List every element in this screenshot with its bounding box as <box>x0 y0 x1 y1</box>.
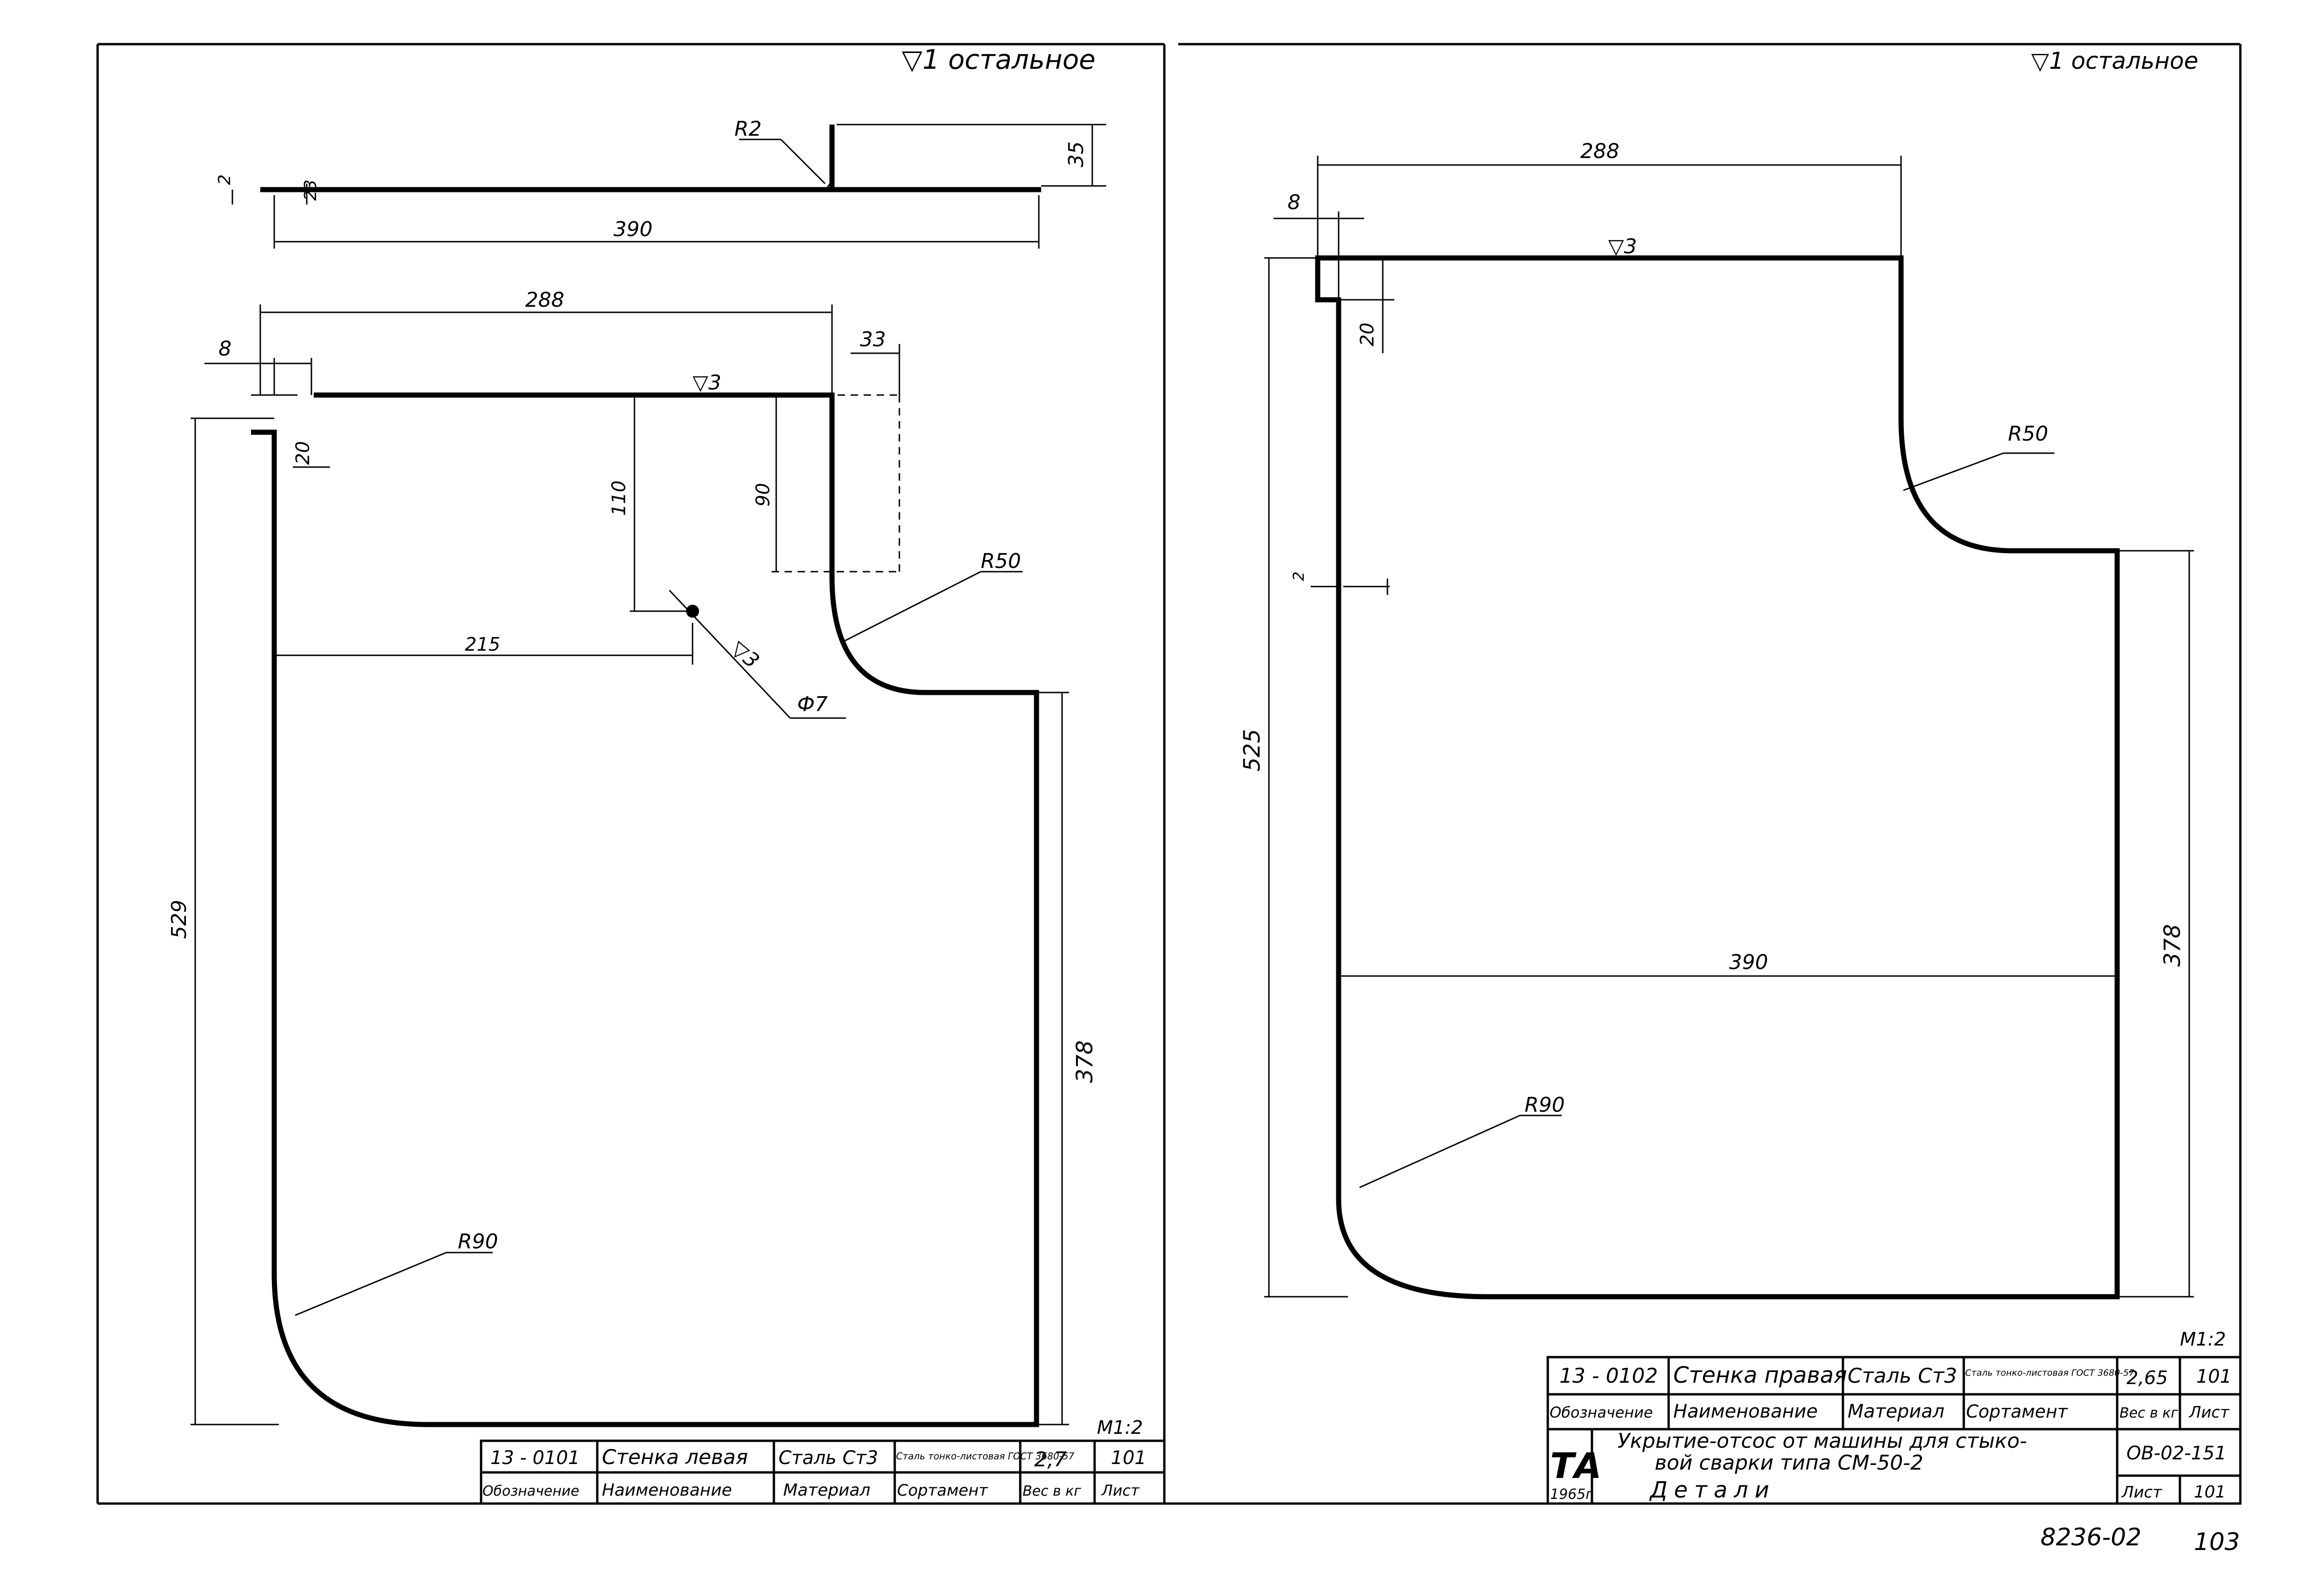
left-dim-top-t1: 2 <box>215 174 234 185</box>
left-dim-top-h: 35 <box>1064 141 1088 167</box>
left-dim-hole: Ф7 <box>797 693 828 716</box>
title-logo: ТА <box>1550 1445 1602 1486</box>
right-part-drawing: ▽1 остальное 288 8 20 ▽3 R50 2 <box>1239 47 2242 1505</box>
right-roughness-note: ▽1 остальное <box>2031 47 2198 74</box>
right-wall-outline <box>1315 255 2120 1300</box>
left-table-sheet: 101 <box>1111 1447 1146 1469</box>
right-dim-378: 378 <box>2159 924 2185 967</box>
left-dim-top-len: 390 <box>614 218 653 241</box>
left-header-material: Материал <box>783 1481 871 1500</box>
left-dim-529: 529 <box>167 900 191 939</box>
left-header-name: Наименование <box>602 1481 732 1500</box>
right-dim-288: 288 <box>1580 139 1619 163</box>
title-sheet-num: 101 <box>2194 1483 2226 1502</box>
left-part-table: 13 - 0101 Стенка левая Сталь Ст3 Сталь т… <box>480 1439 1166 1505</box>
title-sheet-label: Лист <box>2121 1483 2162 1502</box>
left-header-assortment: Сортамент <box>897 1481 989 1500</box>
left-wall-outline <box>251 392 1069 1427</box>
right-scale: М1:2 <box>2180 1329 2226 1350</box>
footer: 8236-02 103 <box>2040 1524 2240 1556</box>
right-header-material: Материал <box>1848 1401 1944 1422</box>
right-table-assortment: Сталь тонко-листовая ГОСТ 3680-57 <box>1965 1368 2134 1378</box>
right-table-material: Сталь Ст3 <box>1848 1364 1957 1388</box>
right-table-weight: 2,65 <box>2126 1367 2168 1389</box>
title-line1: Укрытие-отсос от машины для стыко- <box>1618 1429 2027 1453</box>
left-dim-20: 20 <box>292 441 314 465</box>
title-subtitle: Детали <box>1649 1477 1776 1503</box>
left-dim-r90: R90 <box>458 1230 498 1253</box>
left-rough3-a: ▽3 <box>693 371 721 395</box>
right-dim-8: 8 <box>1287 191 1301 214</box>
left-table-material: Сталь Ст3 <box>779 1447 878 1469</box>
right-dim-20: 20 <box>1357 323 1378 346</box>
left-table-assortment: Сталь тонко-листовая ГОСТ 3680-57 <box>896 1451 1075 1462</box>
right-dim-t2: 2 <box>1290 572 1307 581</box>
right-table-sheet: 101 <box>2196 1366 2232 1387</box>
right-table-designation: 13 - 0102 <box>1559 1364 1658 1388</box>
left-dim-288: 288 <box>525 288 564 312</box>
left-dim-8: 8 <box>218 337 231 361</box>
right-dim-r50: R50 <box>2008 422 2048 446</box>
right-rough3: ▽3 <box>1608 235 1637 258</box>
right-header-designation: Обозначение <box>1550 1404 1653 1421</box>
left-table-weight: 2,7 <box>1034 1448 1067 1471</box>
right-header-name: Наименование <box>1673 1401 1818 1422</box>
left-part-drawing: ▽1 остальное R2 390 35 2 23 <box>167 44 1166 1505</box>
left-dim-33: 33 <box>860 328 886 351</box>
left-header-sheet: Лист <box>1101 1482 1140 1499</box>
left-header-designation: Обозначение <box>482 1483 579 1499</box>
left-table-name: Стенка левая <box>602 1445 748 1469</box>
right-part-table: 13 - 0102 Стенка правая Сталь Ст3 Сталь … <box>1546 1356 2242 1505</box>
left-dim-r50: R50 <box>981 549 1021 573</box>
right-dim-525: 525 <box>1239 729 1265 772</box>
left-table-designation: 13 - 0101 <box>490 1447 580 1469</box>
left-dim-r2: R2 <box>734 117 762 141</box>
archive-number: 8236-02 <box>2040 1524 2141 1551</box>
left-dimensions: 288 8 33 20 110 90 Ф7 ▽3 215 ▽3 R50 <box>167 288 1098 1425</box>
left-roughness-note: ▽1 остальное <box>902 44 1096 75</box>
left-header-weight: Вес в кг <box>1023 1483 1081 1499</box>
sheet-frame <box>96 43 2242 1505</box>
left-scale: М1:2 <box>1097 1417 1143 1438</box>
left-dim-215: 215 <box>465 634 500 655</box>
left-top-view: R2 390 35 2 23 <box>215 117 1106 249</box>
right-header-weight: Вес в кг <box>2119 1405 2178 1421</box>
title-year: 1965г <box>1550 1486 1593 1503</box>
right-dim-r90: R90 <box>1525 1093 1565 1117</box>
right-dim-390: 390 <box>1729 950 1768 974</box>
right-dimensions: 288 8 20 ▽3 R50 2 525 390 378 R90 <box>1239 139 2194 1298</box>
left-rough3-b: ▽3 <box>726 636 764 673</box>
left-dim-top-t2: 23 <box>301 179 320 201</box>
left-dim-90: 90 <box>753 483 774 507</box>
page-number: 103 <box>2194 1528 2240 1556</box>
title-code: ОВ-02-151 <box>2126 1443 2226 1464</box>
right-header-assortment: Сортамент <box>1966 1401 2068 1422</box>
right-header-sheet: Лист <box>2188 1403 2230 1422</box>
title-line2: вой сварки типа СМ-50-2 <box>1655 1451 1923 1475</box>
left-dim-378: 378 <box>1072 1040 1098 1083</box>
left-dim-110: 110 <box>608 481 630 516</box>
right-table-name: Стенка правая <box>1673 1362 1847 1388</box>
